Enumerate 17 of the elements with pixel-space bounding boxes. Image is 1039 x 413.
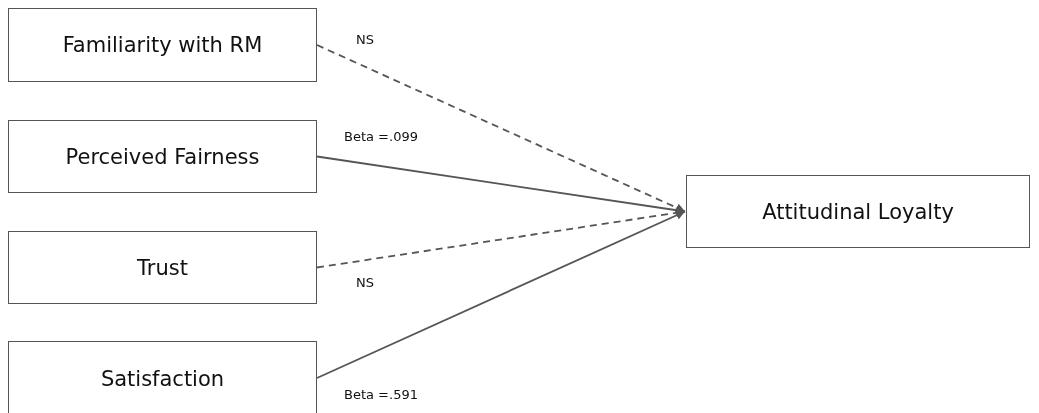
concept-box [8, 231, 317, 304]
concept-box [8, 120, 317, 193]
concept-box [8, 341, 317, 413]
node-label: Trust [137, 255, 188, 280]
node-label: Familiarity with RM [62, 33, 263, 57]
arrow [316, 44, 686, 213]
concept-box [8, 8, 317, 82]
edge-label: Beta =.591 [343, 387, 419, 402]
edge-label: NS [355, 32, 375, 47]
edge-label: Beta =.099 [343, 129, 419, 144]
node-label: Perceived Fairness [65, 144, 260, 169]
node-label: Attitudinal Loyalty [762, 199, 954, 224]
arrow [316, 155, 686, 215]
concept-box [686, 175, 1030, 248]
arrow [316, 210, 686, 379]
node-label: Satisfaction [100, 367, 225, 391]
edge-label: NS [355, 275, 375, 290]
